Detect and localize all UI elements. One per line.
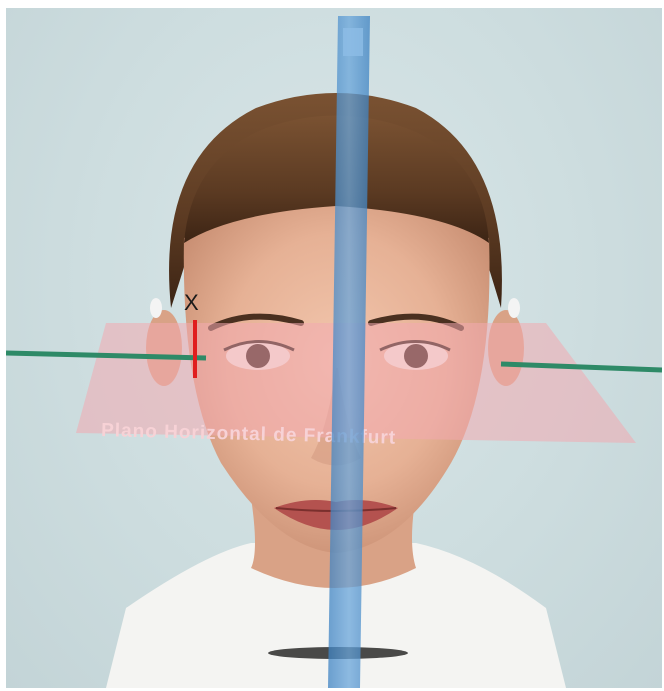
head-illustration: Plano Horizontal de Frankfurt X bbox=[6, 8, 662, 688]
frankfurt-plane-scene: Plano Horizontal de Frankfurt X bbox=[6, 8, 662, 688]
marker-label: X bbox=[184, 290, 199, 315]
